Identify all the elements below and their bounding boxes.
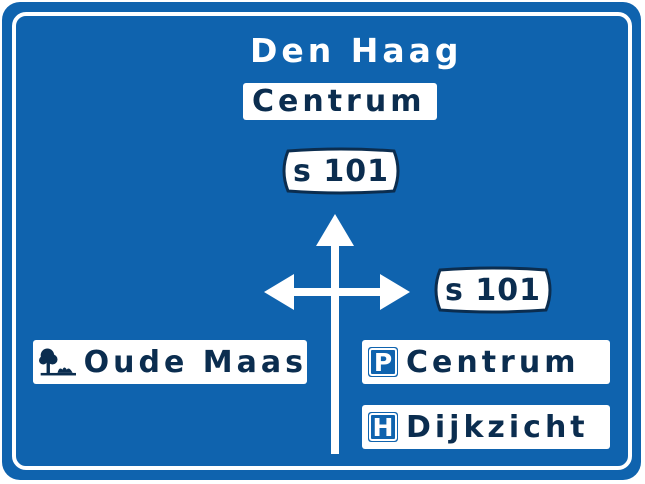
panel-oude-maas: Oude Maas — [33, 340, 307, 384]
panel-hospital-dijkzicht-label: Dijkzicht — [406, 409, 589, 445]
parking-symbol: P — [369, 348, 397, 377]
panel-centrum-top: Centrum — [243, 83, 437, 120]
parking-icon: P — [368, 347, 398, 377]
hospital-icon: H — [368, 412, 398, 442]
road-sign: Den Haag Centrum s 101 s 101 — [2, 2, 641, 480]
route-number-right: s 101 — [445, 272, 541, 308]
route-shield-right: s 101 — [426, 266, 560, 314]
park-nature-icon — [39, 348, 76, 376]
destination-den-haag: Den Haag — [250, 31, 463, 70]
panel-centrum-top-label: Centrum — [252, 84, 426, 119]
shield-shape-right — [434, 266, 552, 314]
hospital-symbol: H — [369, 413, 397, 442]
panel-parking-centrum: P Centrum — [362, 340, 610, 384]
panel-hospital-dijkzicht: H Dijkzicht — [362, 405, 610, 449]
panel-oude-maas-label: Oude Maas — [83, 344, 307, 380]
sign-border — [12, 12, 632, 470]
panel-parking-centrum-label: Centrum — [406, 344, 580, 380]
route-shield-top: s 101 — [274, 147, 408, 195]
route-number-top: s 101 — [293, 153, 389, 189]
shield-shape — [282, 147, 400, 195]
direction-arrows-icon — [264, 214, 410, 454]
